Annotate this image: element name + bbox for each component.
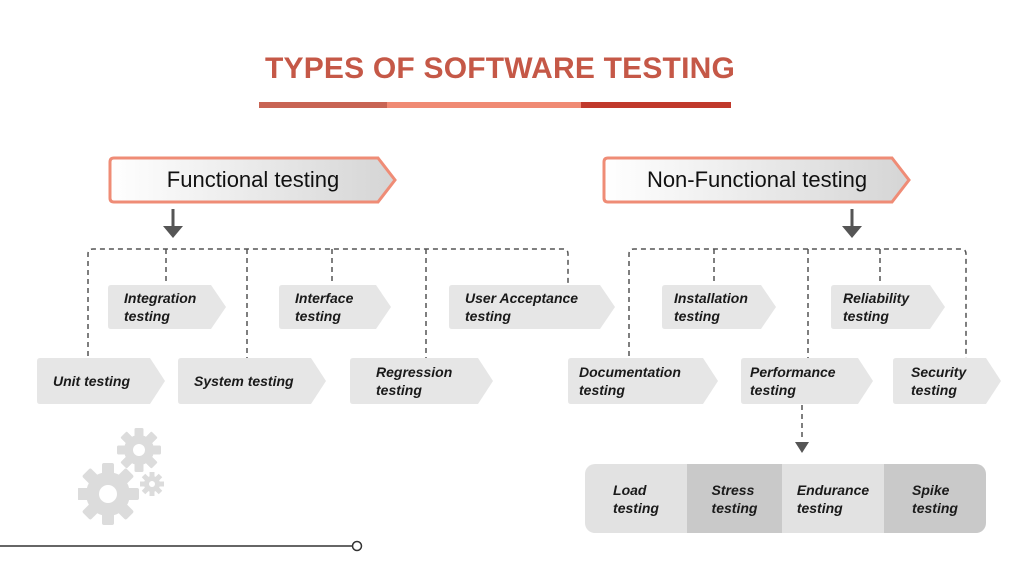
arrow-down-icon	[795, 442, 809, 453]
tag-regression-testing: Regression testing	[350, 358, 493, 404]
tag-system-testing: System testing	[178, 358, 326, 404]
arrow-down-icon	[163, 209, 183, 238]
title-underline-right	[581, 102, 731, 108]
subtype-stress-testing: Stress testing	[687, 464, 782, 533]
tag-performance-testing: Performance testing	[741, 358, 873, 404]
tag-security-testing: Security testing	[893, 358, 1001, 404]
tag-reliability-testing: Reliability testing	[831, 285, 945, 329]
tag-installation-testing: Installation testing	[662, 285, 776, 329]
performance-subtypes-panel: Load testing Stress testing Endurance te…	[585, 464, 986, 533]
subtype-endurance-testing: Endurance testing	[782, 464, 884, 533]
gears-icon	[78, 428, 164, 525]
tag-integration-testing: Integration testing	[108, 285, 226, 329]
non-functional-testing-header: Non-Functional testing	[602, 156, 912, 204]
subtype-load-testing: Load testing	[585, 464, 687, 533]
functional-testing-label: Functional testing	[166, 167, 340, 192]
arrow-down-icon	[842, 209, 862, 238]
subtype-spike-testing: Spike testing	[884, 464, 986, 533]
functional-testing-header: Functional testing	[108, 156, 398, 204]
tag-documentation-testing: Documentation testing	[568, 358, 718, 404]
tag-unit-testing: Unit testing	[37, 358, 165, 404]
page-title: TYPES OF SOFTWARE TESTING	[264, 52, 736, 85]
title-underline-left	[259, 102, 387, 108]
header-shape	[108, 156, 397, 204]
header-shape	[602, 156, 911, 204]
tag-user-acceptance-testing: User Acceptance testing	[449, 285, 615, 329]
title-underline-mid	[387, 102, 581, 108]
non-functional-testing-label: Non-Functional testing	[646, 167, 868, 192]
tag-interface-testing: Interface testing	[279, 285, 391, 329]
